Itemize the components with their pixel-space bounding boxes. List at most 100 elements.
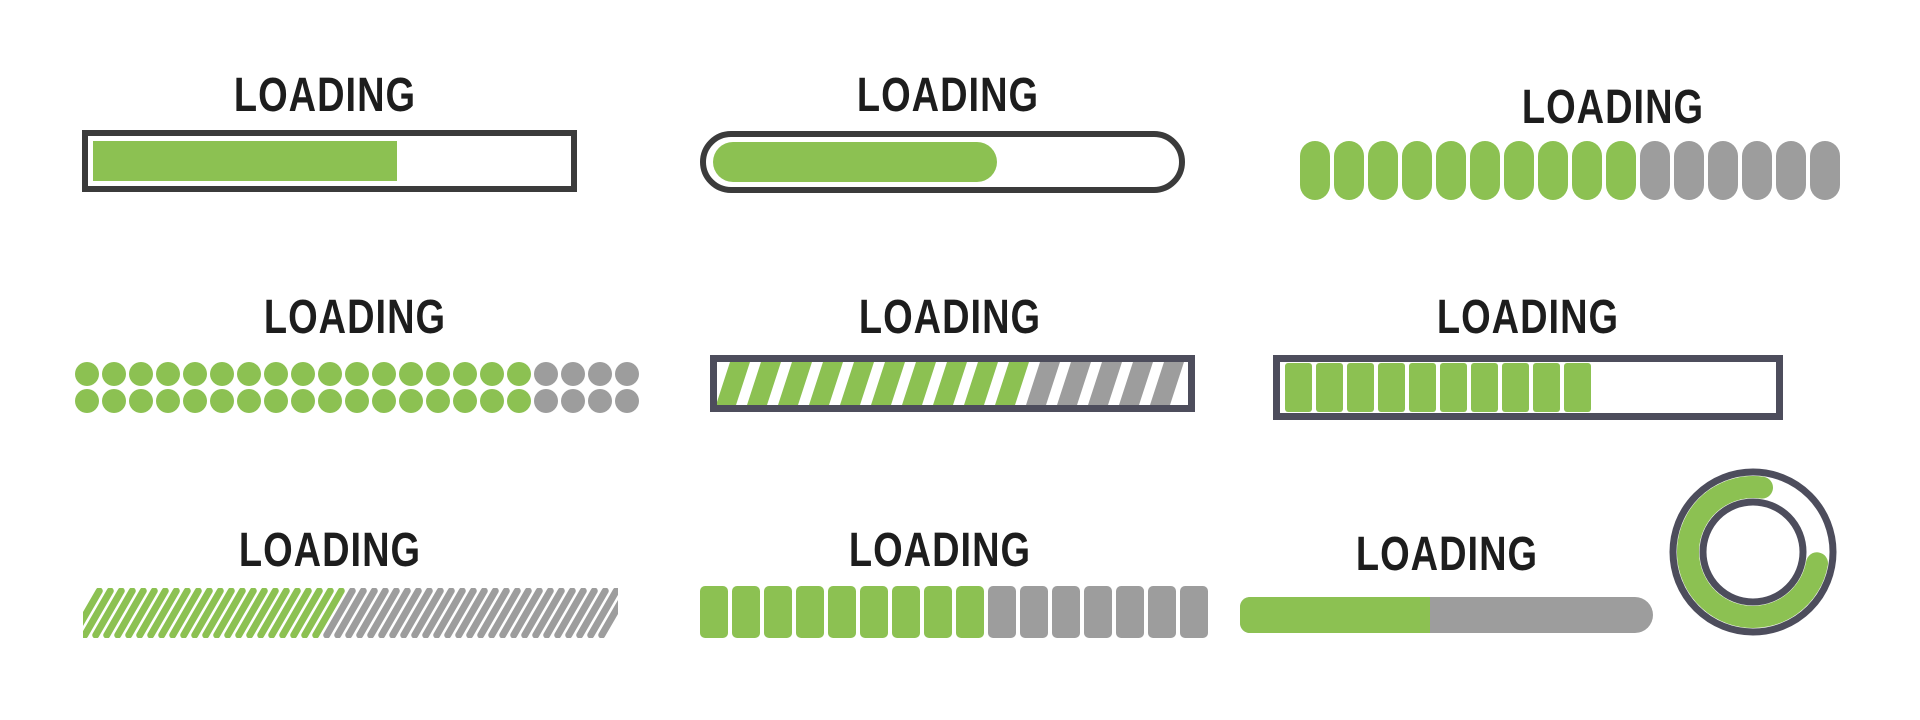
segment-empty	[1708, 141, 1738, 200]
segment-filled	[291, 389, 315, 413]
segment-filled	[1440, 363, 1467, 412]
progress-bar-solid	[82, 130, 577, 192]
segment-filled	[964, 362, 998, 405]
loading-label-7: LOADING	[238, 523, 422, 578]
segment-filled	[796, 586, 824, 638]
segment-filled	[778, 362, 812, 405]
segment-filled	[956, 586, 984, 638]
ring-spinner-icon	[1669, 468, 1837, 636]
segment-filled	[102, 362, 126, 386]
segment-filled	[1606, 141, 1636, 200]
segment-filled	[1378, 363, 1405, 412]
progress-square-segments	[700, 586, 1208, 638]
segment-filled	[1564, 363, 1591, 412]
segment-filled	[102, 389, 126, 413]
segment-empty	[615, 362, 639, 386]
segment-empty	[1052, 586, 1080, 638]
segment-filled	[1347, 363, 1374, 412]
segment-empty	[1640, 141, 1670, 200]
segment-filled	[1471, 363, 1498, 412]
progress-bar-blocks	[1273, 355, 1783, 420]
segment-filled	[1572, 141, 1602, 200]
segment-empty	[1084, 586, 1112, 638]
segment-filled	[345, 389, 369, 413]
progress-dot-grid	[75, 362, 639, 413]
segment-filled	[1533, 363, 1560, 412]
segment-filled	[1300, 141, 1330, 200]
segment-empty	[534, 389, 558, 413]
segment-filled	[700, 586, 728, 638]
segment-empty	[588, 389, 612, 413]
segment-filled	[183, 362, 207, 386]
segment-filled	[453, 362, 477, 386]
segment-filled	[1504, 141, 1534, 200]
segment-filled	[828, 586, 856, 638]
progress-bar-striped	[710, 355, 1195, 412]
segment-filled	[480, 389, 504, 413]
segment-empty	[561, 362, 585, 386]
loading-label-6: LOADING	[1436, 290, 1620, 345]
progress-fill	[713, 142, 997, 182]
dot-row	[75, 362, 639, 386]
segment-empty	[561, 389, 585, 413]
segment-filled	[156, 362, 180, 386]
progress-fill	[93, 141, 398, 181]
segment-filled	[840, 362, 874, 405]
segment-filled	[345, 362, 369, 386]
segment-empty	[1180, 586, 1208, 638]
segment-filled	[237, 389, 261, 413]
segment-filled	[717, 362, 750, 405]
segment-empty	[1776, 141, 1806, 200]
segment-empty	[1742, 141, 1772, 200]
segment-filled	[291, 362, 315, 386]
segment-empty	[534, 362, 558, 386]
segment-filled	[507, 362, 531, 386]
segment-filled	[507, 389, 531, 413]
spinner-progress-arc	[1677, 476, 1828, 628]
progress-capsule-segments	[1300, 141, 1840, 200]
segment-empty	[1020, 586, 1048, 638]
loading-label-3: LOADING	[1521, 80, 1705, 135]
segment-filled	[1436, 141, 1466, 200]
segment-empty	[1116, 586, 1144, 638]
segment-filled	[924, 586, 952, 638]
segment-filled	[264, 362, 288, 386]
segment-filled	[372, 389, 396, 413]
segment-filled	[264, 389, 288, 413]
segment-filled	[1316, 363, 1343, 412]
segment-empty	[988, 586, 1016, 638]
segment-filled	[764, 586, 792, 638]
segment-filled	[426, 362, 450, 386]
segment-empty	[615, 389, 639, 413]
segment-filled	[318, 389, 342, 413]
stripe-group	[717, 362, 1188, 405]
segment-filled	[732, 586, 760, 638]
loading-label-4: LOADING	[263, 290, 447, 345]
segment-filled	[933, 362, 967, 405]
spinner-outer-circle	[1669, 468, 1837, 636]
segment-filled	[75, 362, 99, 386]
loading-label-1: LOADING	[233, 68, 417, 123]
dot-row	[75, 389, 639, 413]
segment-filled	[1409, 363, 1436, 412]
progress-slash-stripes	[83, 588, 618, 638]
segment-empty	[1119, 362, 1153, 405]
segment-filled	[1470, 141, 1500, 200]
segment-filled	[1502, 363, 1529, 412]
progress-track-bar	[1240, 597, 1653, 633]
segment-empty	[1150, 362, 1184, 405]
loading-label-8: LOADING	[848, 523, 1032, 578]
segment-filled	[426, 389, 450, 413]
segment-filled	[1402, 141, 1432, 200]
spinner-inner-circle	[1699, 498, 1807, 606]
segment-filled	[75, 389, 99, 413]
loading-label-5: LOADING	[858, 290, 1042, 345]
segment-empty	[1148, 586, 1176, 638]
segment-filled	[129, 362, 153, 386]
segment-filled	[318, 362, 342, 386]
segment-filled	[129, 389, 153, 413]
segment-filled	[1334, 141, 1364, 200]
progress-fill	[1240, 597, 1430, 633]
segment-filled	[1538, 141, 1568, 200]
segment-filled	[399, 389, 423, 413]
